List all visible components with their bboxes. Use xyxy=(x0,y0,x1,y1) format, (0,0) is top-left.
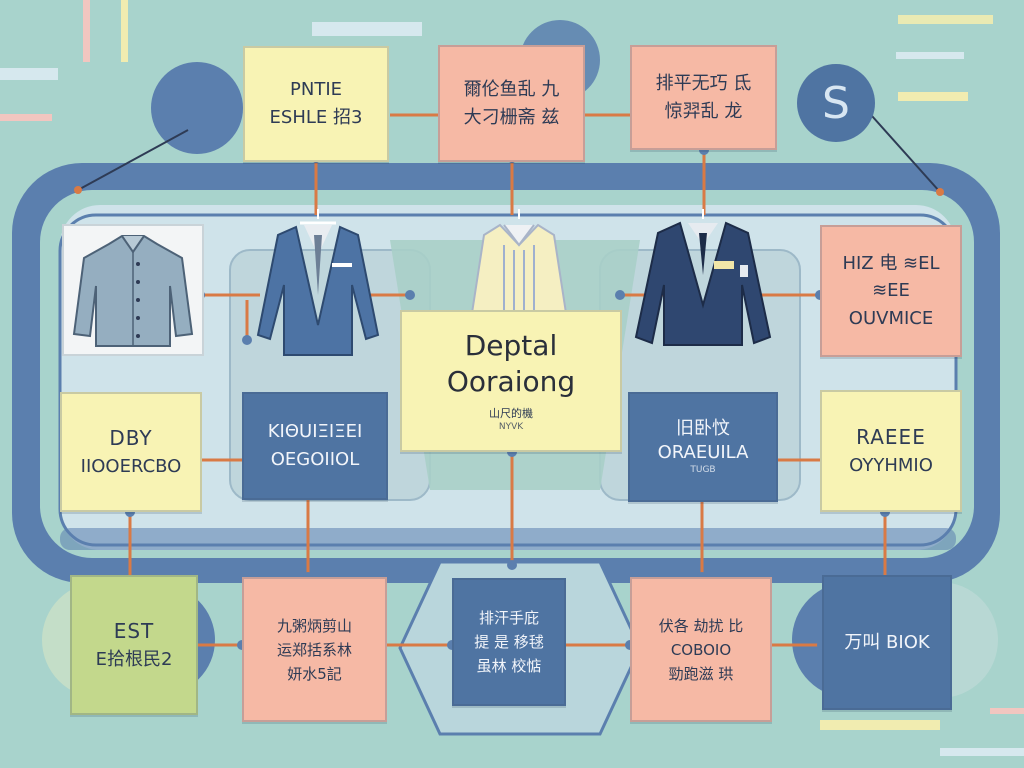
card-bottom-pink2-line3: 勁跑滋 珙 xyxy=(668,664,734,683)
card-bottom-right: 万叫 BIOK xyxy=(822,575,952,710)
card-bottom-right-line1: 万叫 BIOK xyxy=(844,631,930,653)
card-left-mid-line1: DBY xyxy=(109,426,153,451)
card-bottom-green-line2: E拾根民2 xyxy=(95,649,173,671)
card-bottom-blue-line1: 排汗手庇 xyxy=(478,609,539,627)
center-subtitle: 山尺的機 xyxy=(489,406,533,420)
shirt-icon xyxy=(62,224,204,356)
card-bottom-blue: 排汗手庇 提 是 移毬 虽林 校惦 xyxy=(452,578,566,706)
card-top-right-line2: 惊羿乱 龙 xyxy=(664,100,743,122)
card-right-blue-line2: ORAEUILA xyxy=(657,441,749,463)
card-top-left: PNTIE ESHLE 招3 xyxy=(243,46,389,162)
card-bottom-pink2-line2: COBOIO xyxy=(670,640,732,659)
s-badge-letter: S xyxy=(822,77,850,129)
card-right-upper-line2: ≋EE xyxy=(872,280,910,302)
card-bottom-pink1-line3: 妍水5記 xyxy=(287,664,342,683)
center-caption: NYVK xyxy=(498,421,524,432)
card-bottom-blue-line2: 提 是 移毬 xyxy=(474,633,544,651)
center-title-line1: Deptal xyxy=(464,329,558,363)
card-bottom-green-line1: EST xyxy=(113,619,155,644)
card-right-upper-line1: HIZ 电 ≋EL xyxy=(842,252,940,274)
center-title-line2: Ooraiong xyxy=(446,365,576,398)
card-bottom-pink2: 伏各 劫扰 比 COBOIO 勁跑滋 珙 xyxy=(630,577,772,722)
card-top-right-line1: 排平无巧 氐 xyxy=(655,72,752,94)
center-card: Deptal Ooraiong 山尺的機 NYVK xyxy=(400,310,622,452)
card-right-mid-line2: OYYHMIO xyxy=(849,455,933,477)
card-bottom-pink1-line1: 九粥炳剪山 xyxy=(276,616,352,635)
card-top-left-line1: PNTIE xyxy=(290,79,342,101)
card-right-mid-line1: RAEEE xyxy=(856,425,926,450)
card-left-mid-line2: IIOOERCBO xyxy=(80,456,182,478)
card-bottom-pink1-line2: 运郑括系林 xyxy=(276,640,352,659)
card-left-mid: DBY IIOOERCBO xyxy=(60,392,202,512)
card-right-mid: RAEEE OYYHMIO xyxy=(820,390,962,512)
card-bottom-pink2-line1: 伏各 劫扰 比 xyxy=(658,616,744,635)
card-bottom-green: EST E拾根民2 xyxy=(70,575,198,715)
card-left-blue-line1: ΚΙΘUΙΞΙΞΕΙ xyxy=(267,421,363,443)
s-badge-icon: S xyxy=(797,64,875,142)
card-right-upper-line3: OUVMICE xyxy=(848,307,934,329)
card-right-blue: 旧卧忟 ORAEUILA TUGB xyxy=(628,392,778,502)
card-top-middle-line2: 大刁栅斋 兹 xyxy=(463,106,560,128)
card-top-left-line2: ESHLE 招3 xyxy=(269,107,363,128)
blazer-icon xyxy=(248,205,388,365)
card-right-blue-line1: 旧卧忟 xyxy=(676,418,730,439)
card-top-right: 排平无巧 氐 惊羿乱 龙 xyxy=(630,45,777,150)
card-left-blue-line2: OEGOIIOL xyxy=(270,449,360,470)
connectors xyxy=(128,113,887,647)
school-jacket-icon xyxy=(628,205,778,355)
blouse-icon xyxy=(464,205,574,315)
card-right-blue-caption: TUGB xyxy=(690,465,716,476)
card-bottom-pink1: 九粥炳剪山 运郑括系林 妍水5記 xyxy=(242,577,387,722)
card-top-middle-line1: 爾伦鱼乱 九 xyxy=(463,78,560,100)
card-top-middle: 爾伦鱼乱 九 大刁栅斋 兹 xyxy=(438,45,585,162)
card-left-blue: ΚΙΘUΙΞΙΞΕΙ OEGOIIOL xyxy=(242,392,388,500)
card-right-upper: HIZ 电 ≋EL ≋EE OUVMICE xyxy=(820,225,962,357)
card-bottom-blue-line3: 虽林 校惦 xyxy=(476,657,542,675)
